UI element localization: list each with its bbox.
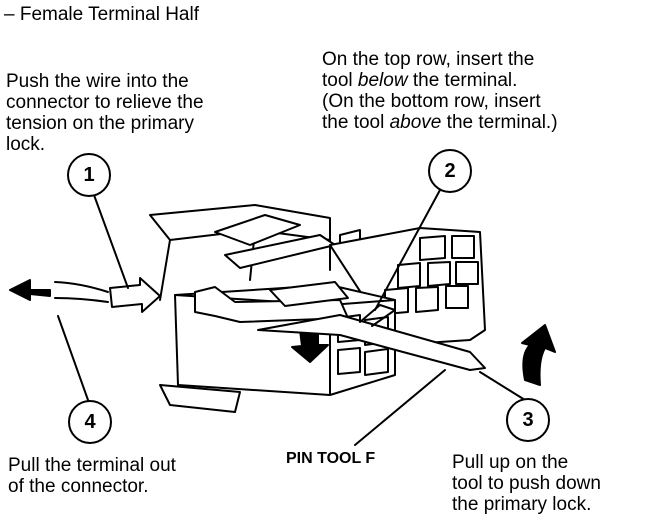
step2-emphasis: below xyxy=(357,70,408,91)
step1-line: lock. xyxy=(6,134,46,155)
step4-instruction: Pull the terminal out of the connector. xyxy=(8,455,176,497)
leader-4 xyxy=(57,315,89,401)
pin-tool xyxy=(257,314,486,371)
step-number-2: 2 xyxy=(428,149,472,193)
pull-terminal-arrow xyxy=(9,279,51,301)
pin-tool-label: PIN TOOL F xyxy=(286,450,376,467)
step3-line: Pull up on the xyxy=(452,452,569,473)
step2-text: the terminal.) xyxy=(441,112,558,133)
step3-line: tool to push down xyxy=(452,473,601,494)
step2-text: the tool xyxy=(322,112,390,133)
step2-line: the tool above the terminal.) xyxy=(322,112,558,133)
step-number-1: 1 xyxy=(67,153,111,197)
step2-emphasis: above xyxy=(389,112,442,133)
step2-line: (On the bottom row, insert xyxy=(322,91,541,112)
step1-line: Push the wire into the xyxy=(6,71,189,92)
step3-instruction: Pull up on the tool to push down the pri… xyxy=(452,452,601,515)
step2-line: On the top row, insert the xyxy=(322,49,535,70)
step3-line: the primary lock. xyxy=(452,494,592,515)
step2-line: tool below the terminal. xyxy=(322,70,558,91)
leader-pin-tool xyxy=(354,369,446,446)
step2-instruction: On the top row, insert the tool below th… xyxy=(322,49,558,133)
step1-line: tension on the primary xyxy=(6,113,194,134)
push-arrow xyxy=(109,277,161,313)
step4-line: of the connector. xyxy=(8,476,149,497)
page-title: – Female Terminal Half xyxy=(4,4,200,25)
step2-text: tool xyxy=(322,70,358,91)
lift-tool-arrow xyxy=(521,324,556,386)
leader-1 xyxy=(93,194,129,289)
step4-line: Pull the terminal out xyxy=(8,455,176,476)
step1-line: connector to relieve the xyxy=(6,92,204,113)
step1-instruction: Push the wire into the connector to reli… xyxy=(6,71,204,155)
step-number-3: 3 xyxy=(506,398,550,442)
step2-text: the terminal. xyxy=(407,70,518,91)
leader-2 xyxy=(374,189,441,311)
leader-3 xyxy=(479,371,526,401)
step-number-4: 4 xyxy=(68,400,112,444)
